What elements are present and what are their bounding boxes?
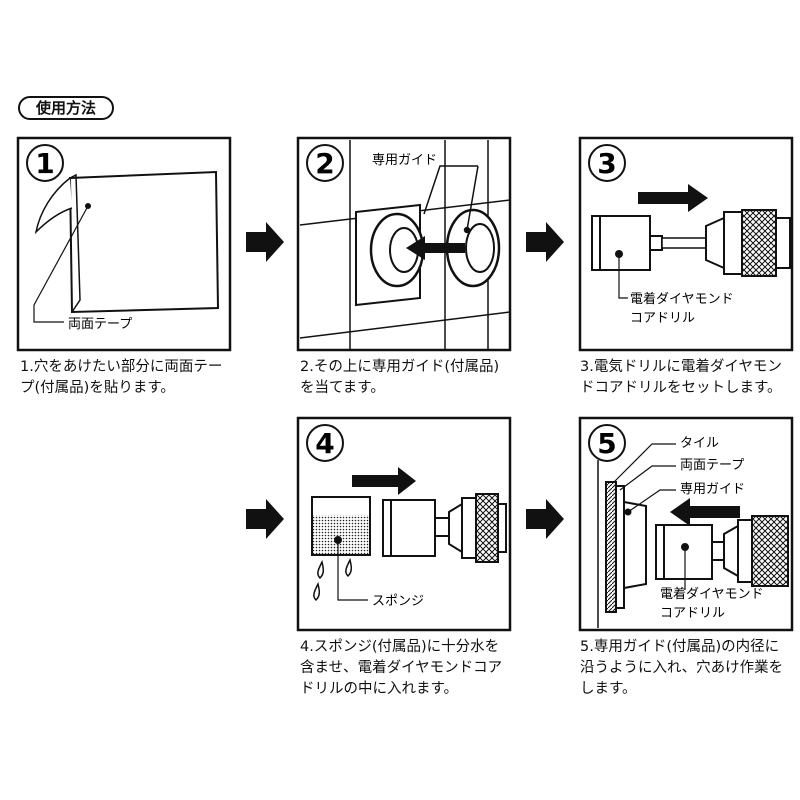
flow-arrow-1 — [246, 222, 284, 262]
flow-arrow-2 — [526, 222, 564, 262]
guide-label: 専用ガイド — [372, 153, 437, 168]
wall-section-illustration — [597, 443, 676, 628]
guide-label-5: 専用ガイド — [680, 482, 745, 497]
step-4-caption: 4.スポンジ(付属品)に十分水を含ませ、電着ダイヤモンドコアドリルの中に入れます… — [300, 639, 503, 697]
step-1-caption: 1.穴をあけたい部分に両面テープ(付属品)を貼ります。 — [20, 359, 223, 396]
step-3-panel: 3 電着ダイヤモンド コアドリル — [578, 136, 794, 352]
tile-label: タイル — [680, 436, 719, 451]
flow-arrow-4 — [526, 499, 564, 539]
push-arrow-3 — [638, 184, 708, 212]
step-1-badge: 1 — [26, 144, 64, 182]
drill-label-5-line2: コアドリル — [660, 606, 725, 621]
step-4-number: 4 — [315, 427, 334, 460]
step-4-badge: 4 — [306, 424, 344, 462]
core-drill-illustration — [591, 209, 791, 299]
step-5-panel: 5 タイル 両面テープ 専用ガイド 電着ダイヤモンド コアドリル — [578, 416, 794, 632]
step-2-number: 2 — [315, 147, 334, 180]
step-3-number: 3 — [597, 147, 616, 180]
step-1-number: 1 — [35, 147, 54, 180]
tape-label-5: 両面テープ — [680, 458, 744, 473]
sponge-label: スポンジ — [372, 594, 424, 609]
step-5-number: 5 — [597, 427, 616, 460]
sponge-illustration — [311, 496, 371, 602]
drill-label-5-line1: 電着ダイヤモンド — [660, 586, 764, 602]
step-1-panel: 1 両面テープ — [16, 136, 232, 352]
core-drill-illustration-4 — [382, 493, 507, 563]
core-drill-illustration-5 — [655, 515, 789, 590]
step-4-panel: 4 スポンジ — [296, 416, 512, 632]
step-2-panel: 2 専用ガイド — [296, 136, 512, 352]
drill-label-line1: 電着ダイヤモンド — [630, 291, 734, 307]
tape-sheet-illustration — [33, 170, 220, 323]
tape-label: 両面テープ — [68, 317, 132, 332]
wall-guide-illustration — [299, 140, 511, 350]
step-3-badge: 3 — [588, 144, 626, 182]
push-arrow-4 — [352, 467, 416, 495]
step-5-caption: 5.専用ガイド(付属品)の内径に沿うように入れ、穴あけ作業をします。 — [580, 639, 784, 697]
flow-arrow-3 — [246, 499, 284, 539]
step-2-badge: 2 — [306, 144, 344, 182]
drill-label-line2: コアドリル — [630, 311, 695, 326]
usage-header: 使用方法 — [18, 96, 114, 120]
push-arrow-5 — [670, 498, 740, 526]
step-2-caption: 2.その上に専用ガイド(付属品)を当てます。 — [300, 359, 500, 396]
step-3-caption: 3.電気ドリルに電着ダイヤモンドコアドリルをセットします。 — [580, 359, 782, 396]
step-5-badge: 5 — [588, 424, 626, 462]
